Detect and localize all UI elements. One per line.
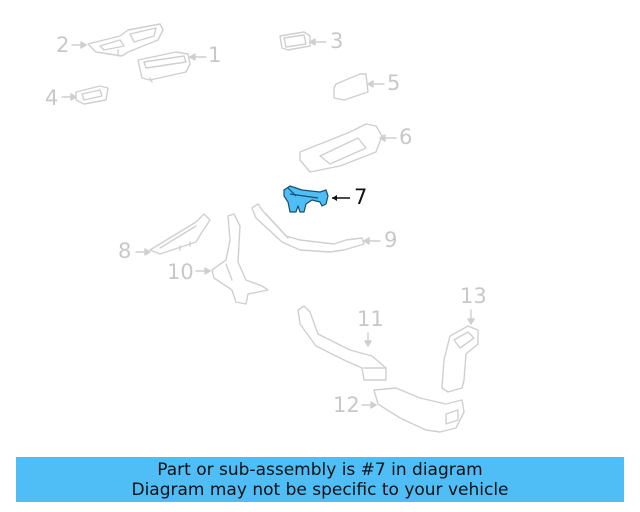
parts-diagram xyxy=(61,23,479,433)
part-9[interactable] xyxy=(251,203,365,253)
callout-10[interactable]: 10 xyxy=(167,260,194,284)
part-10[interactable] xyxy=(211,213,269,305)
banner-line-part-number: Part or sub-assembly is #7 in diagram xyxy=(157,460,483,480)
part-1[interactable] xyxy=(137,51,191,83)
part-2[interactable] xyxy=(87,23,164,57)
callout-13[interactable]: 13 xyxy=(460,284,487,308)
part-11[interactable] xyxy=(297,305,387,381)
part-3[interactable] xyxy=(279,31,311,51)
callout-6[interactable]: 6 xyxy=(399,125,413,149)
callout-11[interactable]: 11 xyxy=(357,307,384,331)
callout-2[interactable]: 2 xyxy=(56,33,70,57)
part-12[interactable] xyxy=(373,387,465,433)
callout-4[interactable]: 4 xyxy=(45,86,59,110)
part-5[interactable] xyxy=(333,73,369,101)
callout-9[interactable]: 9 xyxy=(384,228,398,252)
callout-5[interactable]: 5 xyxy=(387,71,401,95)
callout-12[interactable]: 12 xyxy=(333,393,360,417)
banner-line-disclaimer: Diagram may not be specific to your vehi… xyxy=(131,480,509,500)
part-6[interactable] xyxy=(299,123,383,173)
part-13[interactable] xyxy=(441,325,479,393)
callout-1[interactable]: 1 xyxy=(208,43,222,67)
callout-7[interactable]: 7 xyxy=(354,185,368,209)
part-8[interactable] xyxy=(149,213,211,255)
callout-3[interactable]: 3 xyxy=(330,29,344,53)
part-4[interactable] xyxy=(75,85,109,105)
part-7-highlighted[interactable] xyxy=(283,185,329,213)
callout-8[interactable]: 8 xyxy=(118,239,132,263)
info-banner: Part or sub-assembly is #7 in diagram Di… xyxy=(16,457,624,502)
